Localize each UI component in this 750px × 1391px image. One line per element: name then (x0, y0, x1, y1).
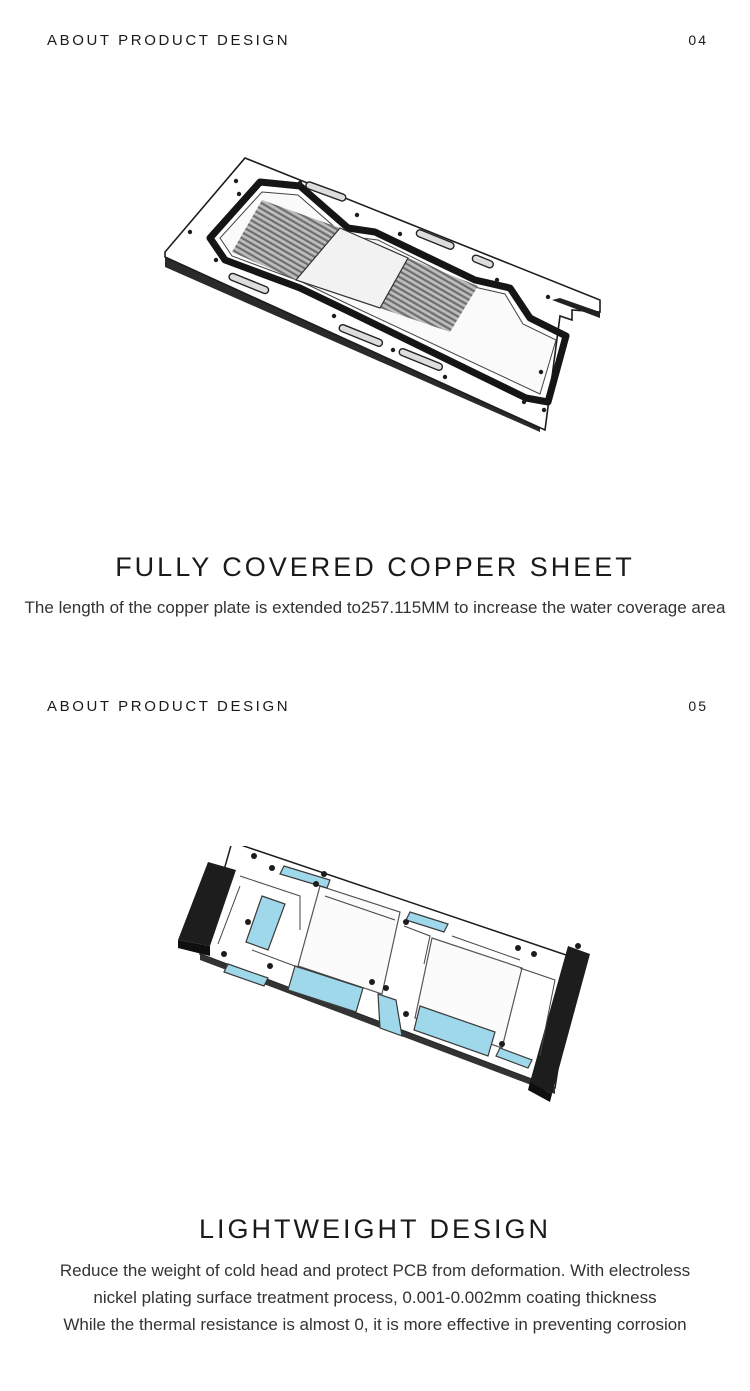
backplate-illustration (178, 846, 590, 1102)
thermal-pad (377, 993, 403, 1037)
right-bracket (530, 946, 590, 1094)
fin-stack-1 (232, 200, 340, 280)
section-description: Reduce the weight of cold head and prote… (0, 1257, 750, 1338)
plate-structure-lines (217, 875, 556, 1057)
section-number: 04 (688, 32, 708, 48)
center-divider (294, 227, 409, 309)
product-design-section-05: ABOUT PRODUCT DESIGN 05 (0, 666, 750, 1391)
slot (398, 347, 444, 371)
thermal-pad (287, 965, 364, 1013)
plate-edge (165, 257, 540, 432)
left-bracket (178, 862, 236, 946)
description-line: While the thermal resistance is almost 0… (63, 1315, 687, 1334)
section-title: FULLY COVERED COPPER SHEET (115, 552, 635, 582)
left-bracket-face (178, 940, 210, 956)
slot (415, 229, 455, 250)
section-description: The length of the copper plate is extend… (0, 594, 750, 621)
right-bracket-face (528, 1082, 552, 1102)
plate-notch (552, 298, 600, 318)
slot (305, 181, 347, 202)
section-title: LIGHTWEIGHT DESIGN (198, 1214, 552, 1244)
thermal-pad (245, 895, 286, 951)
section-header-label: ABOUT PRODUCT DESIGN (47, 698, 291, 715)
fin-stack-2 (380, 258, 478, 332)
section-number: 05 (688, 698, 708, 714)
description-line: The length of the copper plate is extend… (24, 598, 726, 617)
screw-holes (187, 178, 551, 413)
section-header-label: ABOUT PRODUCT DESIGN (47, 32, 291, 49)
description-line: Reduce the weight of cold head and prote… (59, 1261, 691, 1280)
thermal-pads (223, 865, 533, 1069)
thermal-pad (413, 1005, 496, 1057)
copper-plate-illustration (164, 157, 601, 432)
thermal-pad (405, 911, 449, 933)
screw-standoffs (221, 853, 581, 1071)
slot (471, 254, 494, 269)
thermal-pad (495, 1047, 533, 1069)
slot (338, 323, 384, 347)
thermal-pad (223, 963, 269, 987)
product-design-section-04: ABOUT PRODUCT DESIGN 04 (0, 0, 750, 666)
description-line: nickel plating surface treatment process… (93, 1288, 657, 1307)
slot (228, 272, 270, 295)
water-channel (206, 178, 570, 406)
